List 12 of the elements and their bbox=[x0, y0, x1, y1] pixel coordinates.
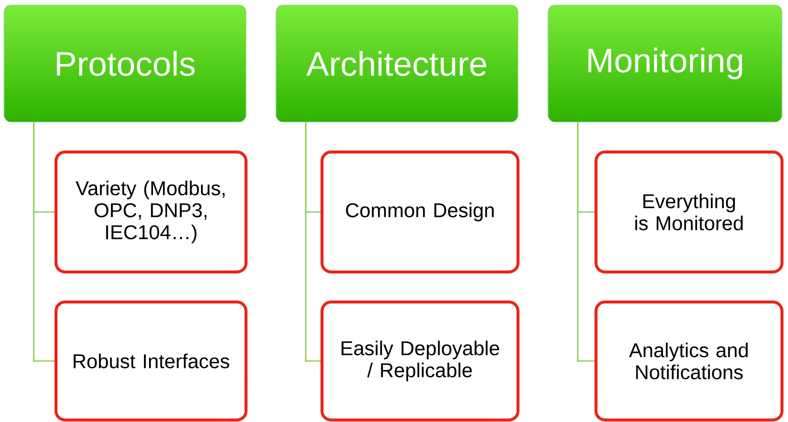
category-box: Monitoring bbox=[548, 4, 782, 122]
category-box: Architecture bbox=[276, 4, 518, 122]
connector bbox=[577, 122, 594, 362]
connector bbox=[33, 122, 54, 362]
category-box: Protocols bbox=[4, 4, 246, 122]
item-box: Easily Deployable / Replicable bbox=[320, 300, 520, 422]
item-box: Everything is Monitored bbox=[594, 150, 784, 274]
item-box: Analytics and Notifications bbox=[594, 300, 784, 422]
item-box: Common Design bbox=[320, 150, 520, 274]
item-box: Variety (Modbus, OPC, DNP3, IEC104…) bbox=[54, 150, 248, 274]
connector bbox=[305, 122, 320, 362]
item-box: Robust Interfaces bbox=[54, 300, 248, 422]
